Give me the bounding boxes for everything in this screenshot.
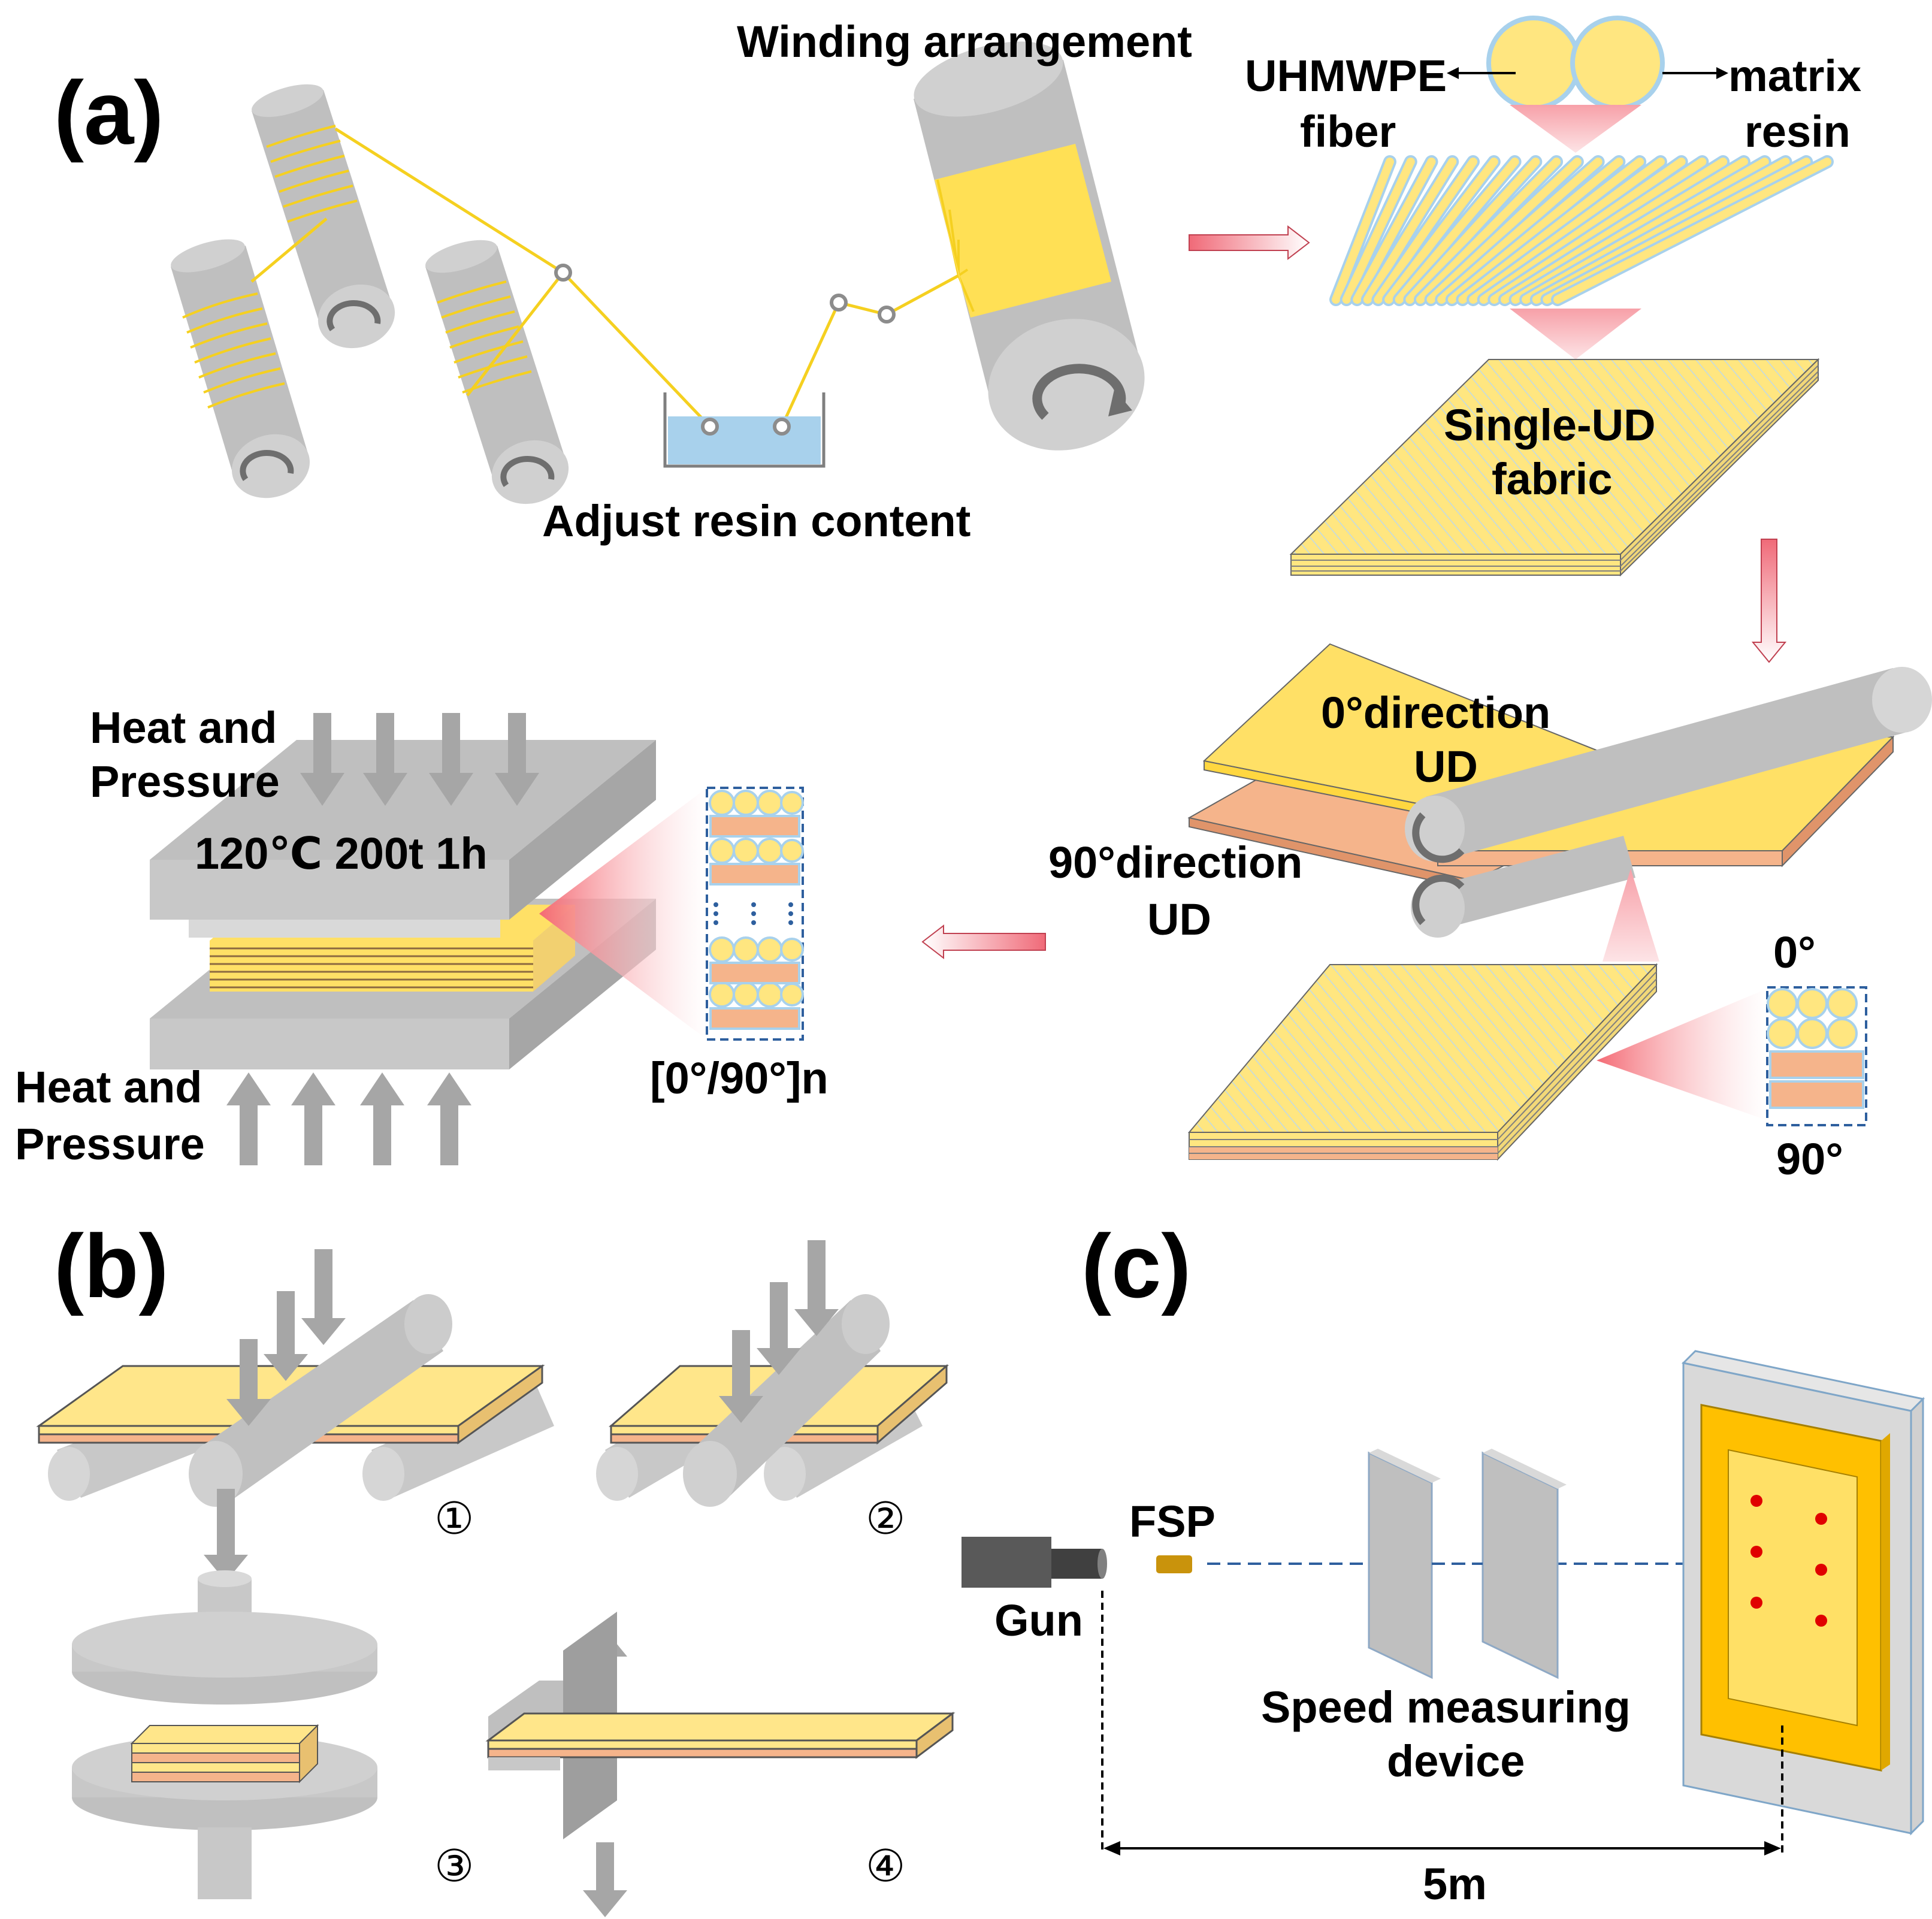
zero-direction-label-line2: UD: [1414, 742, 1478, 791]
speed-device-label-line2: device: [1387, 1736, 1525, 1786]
rotation-arrow-icon: [1032, 364, 1126, 420]
speed-measuring-device: [1368, 1449, 1567, 1679]
zoom-cone: [1603, 869, 1659, 962]
zoom-cone: [1510, 105, 1641, 153]
panel-label-b: (b): [54, 1216, 169, 1316]
rotation-arrow-icon: [1412, 874, 1465, 926]
step-3-compression: [72, 1570, 377, 1899]
target-panel: [1681, 1350, 1925, 1836]
fiber-rod-core: [1458, 158, 1644, 304]
pressure-arrows-down: [300, 713, 539, 806]
ninety-direction-label-line1: 90°direction: [1048, 838, 1302, 887]
process-arrow-right: [1189, 225, 1310, 261]
distance-dimension: [1101, 1591, 1783, 1854]
fiber-rod-core: [1332, 158, 1394, 304]
fsp-label: FSP: [1129, 1497, 1216, 1546]
zero-degree-label: 0°: [1773, 927, 1816, 977]
cross-ply-laminate: [1187, 963, 1658, 1161]
matrix-label-line1: matrix: [1728, 51, 1861, 101]
step-1-three-point-bend: [36, 1249, 554, 1507]
cross-ply-inset: [1766, 986, 1867, 1126]
bobbin-2: [252, 84, 395, 349]
uhmwpe-label-line1: UHMWPE: [1245, 51, 1447, 101]
fiber-rod-core: [1416, 158, 1561, 304]
heat-pressure-bottom-line2: Pressure: [15, 1119, 205, 1169]
bobbin-1: [171, 239, 310, 498]
zoom-cone: [1597, 989, 1767, 1120]
press-conditions-label: 120℃ 200t 1h: [195, 829, 488, 878]
rotation-arrow-icon: [500, 455, 555, 487]
rotation-arrow-icon: [240, 449, 294, 481]
fiber-rod-core: [1479, 158, 1686, 304]
gun-label: Gun: [994, 1595, 1083, 1645]
distance-label: 5m: [1423, 1859, 1487, 1909]
bobbin-3: [425, 240, 569, 504]
guide-pulleys: [554, 264, 896, 436]
fiber-rod-core: [1405, 158, 1540, 304]
step-3-marker: ③: [434, 1841, 474, 1891]
rotation-arrow-icon: [326, 300, 381, 331]
fiber-rod-core: [1374, 158, 1478, 304]
layup-label: [0°/90°]n: [650, 1053, 829, 1103]
panel-label-c: (c): [1081, 1216, 1191, 1316]
step-4-marker: ④: [866, 1841, 905, 1891]
rotation-arrow-icon: [1412, 812, 1465, 863]
step-2-short-beam: [596, 1240, 950, 1507]
fiber-bundle: [1329, 155, 1834, 306]
fiber-rod-core: [1437, 158, 1603, 304]
step-1-marker: ①: [434, 1494, 474, 1543]
fiber-rod-core: [1363, 158, 1457, 304]
heat-pressure-bottom-line1: Heat and: [15, 1062, 202, 1112]
resin-bath: [663, 392, 826, 468]
zoom-cone: [539, 788, 707, 1039]
heat-pressure-top-line1: Heat and: [90, 703, 277, 753]
hot-press: [150, 740, 656, 1069]
process-arrow-left: [921, 924, 1046, 960]
fiber-rod-core: [1553, 158, 1831, 304]
fiber-rod-core: [1342, 158, 1415, 304]
single-ud-label-line2: fabric: [1492, 454, 1613, 504]
ninety-degree-label: 90°: [1776, 1134, 1843, 1184]
single-ud-label-line1: Single-UD: [1444, 400, 1656, 450]
process-arrow-down: [1751, 539, 1787, 663]
winding-arrangement-label: Winding arrangement: [737, 17, 1192, 67]
adjust-resin-label: Adjust resin content: [542, 496, 970, 546]
fiber-rod-core: [1395, 158, 1519, 304]
zoom-cone: [1510, 309, 1641, 359]
panel-label-a: (a): [54, 62, 164, 163]
cross-ply-lamination: [1187, 643, 1932, 938]
fiber-rod-core: [1447, 158, 1623, 304]
fiber-rod-core: [1384, 158, 1498, 304]
layup-inset: [706, 787, 804, 1041]
speed-device-label-line1: Speed measuring: [1261, 1682, 1631, 1732]
fiber-rod-core: [1469, 158, 1665, 304]
down-arrow: [204, 1489, 248, 1582]
matrix-label-line2: resin: [1744, 107, 1851, 156]
single-ud-fabric: [1289, 358, 1820, 577]
zero-direction-label-line1: 0°direction: [1321, 688, 1550, 738]
uhmwpe-label-line2: fiber: [1300, 107, 1396, 156]
fsp-projectile: [1156, 1555, 1192, 1573]
heat-pressure-top-line2: Pressure: [90, 757, 280, 806]
step-4-tensile: [485, 1612, 956, 1917]
fiber-paths: [250, 127, 960, 428]
fiber-cross-section: [1486, 16, 1665, 110]
step-2-marker: ②: [866, 1494, 905, 1543]
pressure-arrows-up: [226, 1072, 471, 1165]
fiber-rod-core: [1353, 158, 1436, 304]
gun: [962, 1537, 1107, 1588]
ninety-direction-label-line2: UD: [1147, 894, 1211, 944]
fiber-rod-core: [1426, 158, 1582, 304]
winding-drum: [914, 41, 1145, 451]
